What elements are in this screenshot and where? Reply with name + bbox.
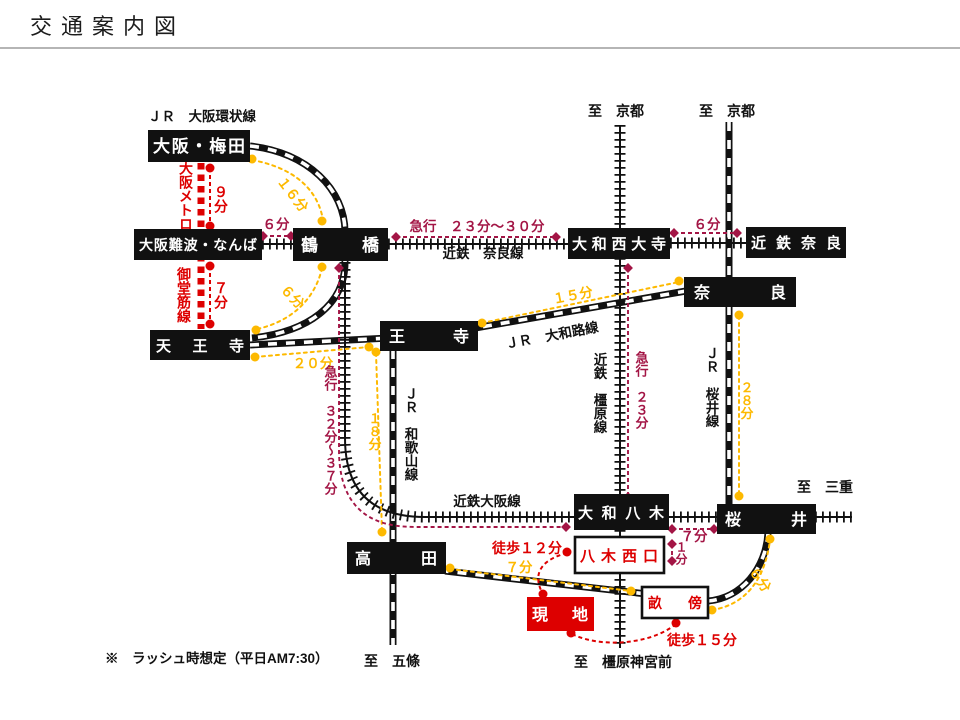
time-line-oji-nara <box>481 281 680 324</box>
direction-kyoto-kintetsu: 至 京都 <box>588 103 644 119</box>
station-oji: 王 寺 <box>380 321 478 351</box>
label-kintetsu-kashihara-line: 近鉄 橿原線 <box>592 351 608 435</box>
kintetsu-nara-line <box>262 237 748 250</box>
kintetsu-osaka-line <box>339 262 852 523</box>
station-saidaiji: 大和西大寺 <box>568 228 670 259</box>
time-loop-tsuruhashi-tennoji: ６分 <box>278 282 308 312</box>
label-metro: 大阪メトロ <box>178 160 194 231</box>
time-nara-sakurai: ２８分 <box>739 381 754 421</box>
transit-map: ＪＲ 大阪環状線 大阪メトロ 御堂筋線 近鉄 奈良線 ＪＲ 大和路線 近鉄大阪線… <box>105 103 853 670</box>
time-saidaiji-kintetsunara: ６分 <box>694 217 722 232</box>
time-walk-nishiguchi-site: 徒歩１２分 <box>491 540 562 556</box>
walk-line-site-unebi <box>571 623 677 644</box>
time-express-tsuruhashi-saidaiji: 急行 ２３分～３０分 <box>410 218 545 234</box>
station-saidaiji-label: 大和西大寺 <box>572 235 666 253</box>
station-nara: 奈 良 <box>684 277 796 307</box>
label-jr-wakayama-line: ＪＲ 和歌山線 <box>403 387 419 483</box>
direction-mie: 至 三重 <box>797 479 853 495</box>
label-kintetsu-nara-line: 近鉄 奈良線 <box>443 245 524 261</box>
time-yagi-sakurai: ７分 <box>681 529 709 544</box>
walk-line-nishiguchi-site <box>537 552 568 595</box>
page-title: 交通案内図 <box>30 14 186 39</box>
station-namba-label: 大阪難波・なんば <box>139 237 257 253</box>
direction-kashihara-jingumae: 至 橿原神宮前 <box>574 654 672 670</box>
rush-hour-note: ※ ラッシュ時想定（平日AM7:30） <box>105 650 329 666</box>
time-express-tsuruhashi-yagi: 急行 ３２分～３７分 <box>323 364 339 496</box>
site-marker: 現 地 <box>527 597 594 631</box>
station-sakurai: 桜 井 <box>717 504 816 534</box>
station-unebi: 畝 傍 <box>640 585 710 620</box>
label-kintetsu-osaka-line: 近鉄大阪線 <box>453 493 521 509</box>
time-line-loop-umeda-tsuruhashi <box>251 159 324 221</box>
direction-kyoto-jr: 至 京都 <box>699 103 755 119</box>
station-oji-label: 王 寺 <box>389 327 469 346</box>
station-nara-label: 奈 良 <box>693 283 786 302</box>
time-takada-unebi: ７分 <box>506 560 534 575</box>
station-tsuruhashi-label: 鶴 橋 <box>301 235 380 255</box>
station-yagi-nishiguchi: 八木西口 <box>573 535 666 575</box>
station-yagi: 大和八木 <box>574 494 669 530</box>
station-tsuruhashi: 鶴 橋 <box>293 228 388 261</box>
express-line-tsuruhashi-yagi <box>338 268 566 528</box>
time-tennoji-oji: ２０分 <box>293 356 334 371</box>
station-tennoji: 天 王 寺 <box>150 330 250 360</box>
station-tennoji-label: 天 王 寺 <box>156 337 244 355</box>
station-unebi-label: 畝 傍 <box>648 595 702 611</box>
time-express-saidaiji-yagi: 急行 ２３分 <box>634 350 650 430</box>
time-yagi-nishiguchi: １分 <box>674 541 688 566</box>
time-metro-umeda-namba: ９分 <box>213 185 229 214</box>
jr-sakurai-line <box>444 306 772 605</box>
label-jr-sakurai-line: ＪＲ 桜井線 <box>704 347 720 429</box>
time-loop-umeda-tsuruhashi: １６分 <box>274 174 311 216</box>
site-label: 現 地 <box>532 605 588 624</box>
station-umeda: 大阪・梅田 <box>148 130 250 162</box>
station-namba: 大阪難波・なんば <box>134 229 262 260</box>
time-oji-takada: １８分 <box>367 412 382 452</box>
time-metro-namba-tennoji: ７分 <box>213 281 229 310</box>
title-bar: 交通案内図 <box>0 0 960 49</box>
station-umeda-label: 大阪・梅田 <box>153 136 245 156</box>
time-namba-tsuruhashi: ６分 <box>263 217 290 232</box>
station-takada-label: 高 田 <box>355 549 437 568</box>
station-kintetsu-nara: 近鉄奈良 <box>746 227 846 258</box>
label-midosuji-line: 御堂筋線 <box>176 266 192 324</box>
label-jr-loop-line: ＪＲ 大阪環状線 <box>148 108 256 124</box>
time-walk-site-unebi: 徒歩１５分 <box>666 632 737 648</box>
direction-gojo: 至 五條 <box>364 653 421 669</box>
time-line-sakurai-unebi <box>711 539 771 611</box>
time-line-takada-unebi <box>449 568 632 592</box>
station-takada: 高 田 <box>347 542 446 574</box>
time-line-tennoji-oji <box>254 346 370 358</box>
station-sakurai-label: 桜 井 <box>725 510 807 529</box>
time-line-oji-takada <box>375 352 383 532</box>
time-line-loop-tsuruhashi-tennoji <box>256 267 323 330</box>
